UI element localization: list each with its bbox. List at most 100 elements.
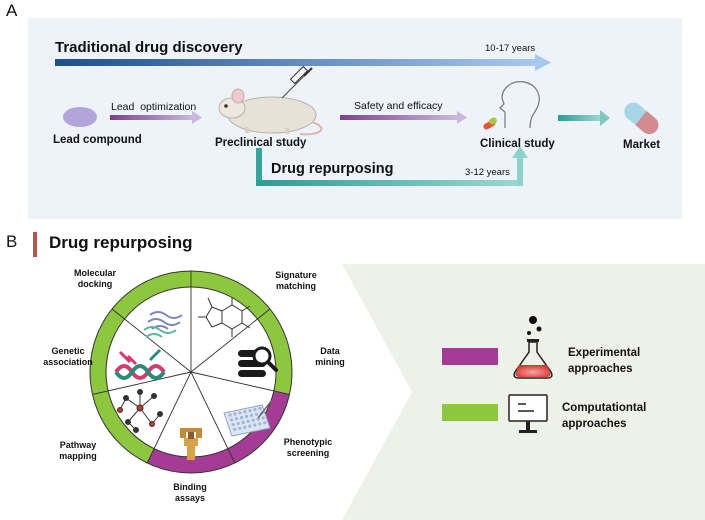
- segment-label-line: assays: [174, 493, 206, 503]
- market-label: Market: [623, 139, 661, 151]
- well-dot: [246, 419, 250, 423]
- segment-label-line: Genetic: [51, 346, 85, 356]
- wheel-divider: [146, 371, 192, 464]
- wheel-segment-band: [92, 390, 155, 463]
- flask-icon: [513, 316, 553, 379]
- experimental-legend-label: Experimental approaches: [568, 345, 640, 377]
- well-dot: [250, 413, 254, 417]
- traditional-years-label: 10-17 years: [485, 43, 536, 54]
- panel-b-title: Drug repurposing: [49, 233, 193, 252]
- repurposing-arrow: [256, 146, 528, 186]
- wheel-divider: [190, 371, 290, 395]
- panel-b-letter: B: [6, 232, 18, 251]
- well-dot: [258, 406, 262, 410]
- computer-monitor-icon: [508, 394, 548, 433]
- pill-icon: [483, 117, 497, 130]
- well-dot: [238, 411, 242, 415]
- well-dot: [238, 426, 242, 430]
- pathway-network-icon: [117, 389, 163, 433]
- segment-label-line: mining: [315, 357, 345, 367]
- well-dot: [255, 412, 259, 416]
- wheel-divider: [190, 371, 236, 464]
- segment-label-line: docking: [77, 279, 113, 289]
- segment-label-line: screening: [286, 448, 330, 458]
- chemical-structure-icon: [198, 297, 251, 337]
- well-dot: [235, 417, 239, 421]
- syringe-icon: [281, 65, 313, 99]
- experimental-legend-swatch: [442, 348, 498, 365]
- wheel-segment-band: [112, 271, 191, 320]
- computational-legend-line1: Computationtal: [562, 402, 647, 414]
- human-head-icon: [499, 81, 540, 129]
- well-dot: [263, 421, 267, 425]
- segment-label-line: mapping: [59, 451, 97, 461]
- segment-label-line: Signature: [275, 270, 317, 280]
- well-dot: [245, 414, 249, 419]
- well-dot: [256, 417, 260, 421]
- well-dot: [248, 424, 252, 428]
- traditional-timeline-arrow: [55, 54, 551, 71]
- mouse-icon: [218, 88, 323, 136]
- well-dot: [233, 427, 237, 431]
- well-dot: [258, 422, 262, 426]
- wheel-segment-band: [147, 448, 235, 473]
- well-dot: [231, 423, 235, 427]
- segment-label-line: matching: [275, 281, 316, 291]
- molecular-docking-icon: [143, 311, 183, 338]
- well-dot: [240, 416, 244, 420]
- well-dot: [253, 407, 257, 412]
- capsule-icon: [624, 102, 659, 135]
- wheel-segment-band: [89, 309, 125, 395]
- lead-compound-label: Lead compound: [53, 134, 142, 146]
- well-dot: [241, 420, 245, 424]
- repurposing-title-a: Drug repurposing: [271, 161, 394, 177]
- title-accent-bar: [33, 232, 37, 257]
- experimental-legend-line2: approaches: [568, 363, 633, 375]
- well-dot: [243, 425, 247, 429]
- computational-legend-line2: approaches: [562, 418, 627, 430]
- binding-assay-icon: [180, 428, 202, 460]
- segment-label-line: association: [43, 357, 93, 367]
- clinical-study-label: Clinical study: [480, 138, 555, 150]
- well-dot: [248, 409, 252, 413]
- lead-optimization-label: Lead optimization: [111, 101, 197, 113]
- well-dot: [233, 412, 237, 416]
- well-dot: [253, 423, 257, 427]
- repurposing-years-label: 3-12 years: [465, 167, 510, 178]
- computational-legend-swatch: [442, 404, 498, 421]
- well-dot: [228, 413, 232, 417]
- segment-label-line: Data: [320, 346, 340, 356]
- database-search-icon: [238, 346, 278, 377]
- clinical-market-arrow: [558, 110, 610, 126]
- lead-compound-shape: [63, 107, 97, 127]
- approach-region-background: [342, 264, 705, 520]
- panel-a-letter: A: [6, 1, 18, 20]
- segment-label-line: Binding: [173, 482, 207, 492]
- traditional-discovery-title: Traditional drug discovery: [55, 39, 243, 56]
- preclinical-study-label: Preclinical study: [215, 137, 307, 149]
- repurposing-wheel: [89, 270, 293, 474]
- computational-legend-label: Computationtal approaches: [562, 400, 646, 432]
- safety-efficacy-label: Safety and efficacy: [354, 100, 443, 112]
- experimental-legend-line1: Experimental: [568, 347, 641, 359]
- well-dot: [251, 418, 255, 422]
- safety-efficacy-arrow: [340, 111, 467, 124]
- segment-label-line: Molecular: [73, 268, 116, 278]
- well-dot: [261, 416, 265, 420]
- well-plate-icon: [223, 399, 273, 437]
- segment-label-line: Phenotypic: [283, 437, 333, 447]
- well-dot: [243, 410, 247, 414]
- wheel-segment-band: [191, 271, 270, 320]
- well-dot: [230, 418, 234, 422]
- segment-label-line: Pathway: [59, 440, 97, 450]
- well-dot: [236, 421, 240, 426]
- wheel-segment-band: [257, 309, 292, 395]
